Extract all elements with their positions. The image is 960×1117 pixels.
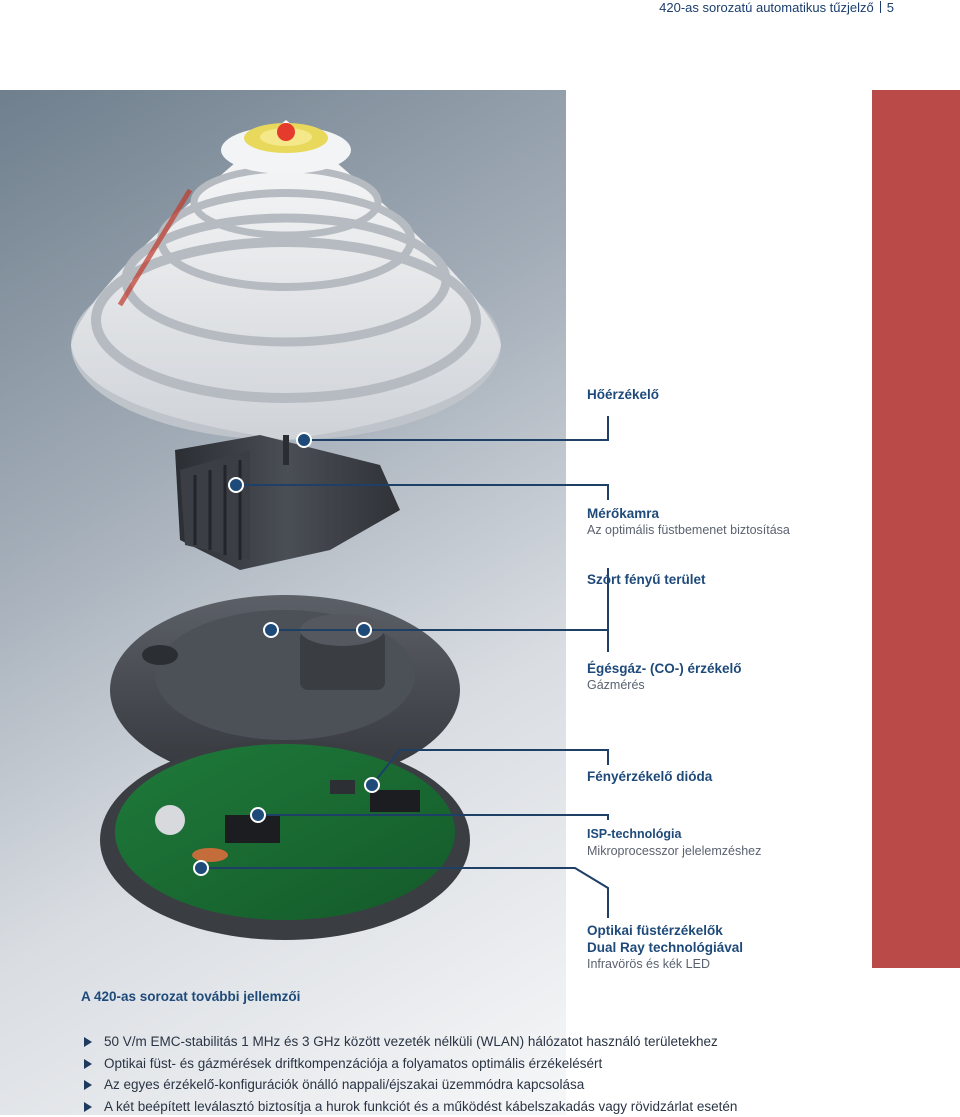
page-header: 420-as sorozatú automatikus tűzjelző 5 [659, 0, 894, 15]
accent-bar [872, 90, 960, 968]
label-title: Fényérzékelő dióda [587, 768, 857, 785]
measuring-chamber [175, 435, 400, 570]
feature-item: Az egyes érzékelő-konfigurációk önálló n… [84, 1074, 737, 1096]
label-heat-sensor: Hőérzékelő [587, 386, 857, 403]
label-title: Mérőkamra [587, 505, 857, 522]
bullet-triangle-icon [84, 1059, 92, 1069]
label-title: Szórt fényű terület [587, 571, 857, 588]
label-subtitle: Mikroprocesszor jelelemzéshez [587, 843, 857, 860]
detector-cap [71, 120, 501, 440]
label-co-sensor: Égésgáz- (CO-) érzékelő Gázmérés [587, 660, 857, 694]
circuit-board [100, 740, 470, 940]
page-number: 5 [887, 0, 894, 15]
bullet-triangle-icon [84, 1080, 92, 1090]
feature-item: Optikai füst- és gázmérések driftkompenz… [84, 1053, 737, 1075]
header-title: 420-as sorozatú automatikus tűzjelző [659, 0, 874, 15]
label-photodiode: Fényérzékelő dióda [587, 768, 857, 785]
feature-item: A két beépített leválasztó biztosítja a … [84, 1096, 737, 1117]
label-scattered-light: Szórt fényű terület [587, 571, 857, 588]
feature-item: 50 V/m EMC-stabilitás 1 MHz és 3 GHz köz… [84, 1031, 737, 1053]
detector-exploded-illustration [0, 90, 566, 980]
features-title: A 420-as sorozat további jellemzői [81, 989, 300, 1004]
bullet-triangle-icon [84, 1037, 92, 1047]
label-subtitle: Az optimális füstbemenet biztosítása [587, 522, 857, 539]
label-title: ISP-technológia [587, 826, 857, 843]
bullet-triangle-icon [84, 1102, 92, 1112]
label-isp-technology: ISP-technológia Mikroprocesszor jelelemz… [587, 826, 857, 860]
label-title-line1: Optikai füstérzékelők [587, 922, 857, 939]
label-measuring-chamber: Mérőkamra Az optimális füstbemenet bizto… [587, 505, 857, 539]
features-list: 50 V/m EMC-stabilitás 1 MHz és 3 GHz köz… [84, 1031, 737, 1117]
feature-text: A két beépített leválasztó biztosítja a … [104, 1099, 737, 1114]
feature-text: Az egyes érzékelő-konfigurációk önálló n… [104, 1077, 584, 1092]
label-subtitle: Infravörös és kék LED [587, 956, 857, 973]
feature-text: Optikai füst- és gázmérések driftkompenz… [104, 1056, 602, 1071]
label-title-line2: Dual Ray technológiával [587, 939, 857, 956]
label-optical-smoke: Optikai füstérzékelők Dual Ray technológ… [587, 922, 857, 973]
label-title: Hőérzékelő [587, 386, 857, 403]
feature-text: 50 V/m EMC-stabilitás 1 MHz és 3 GHz köz… [104, 1034, 718, 1049]
header-separator [880, 1, 881, 13]
label-subtitle: Gázmérés [587, 677, 857, 694]
label-title: Égésgáz- (CO-) érzékelő [587, 660, 857, 677]
